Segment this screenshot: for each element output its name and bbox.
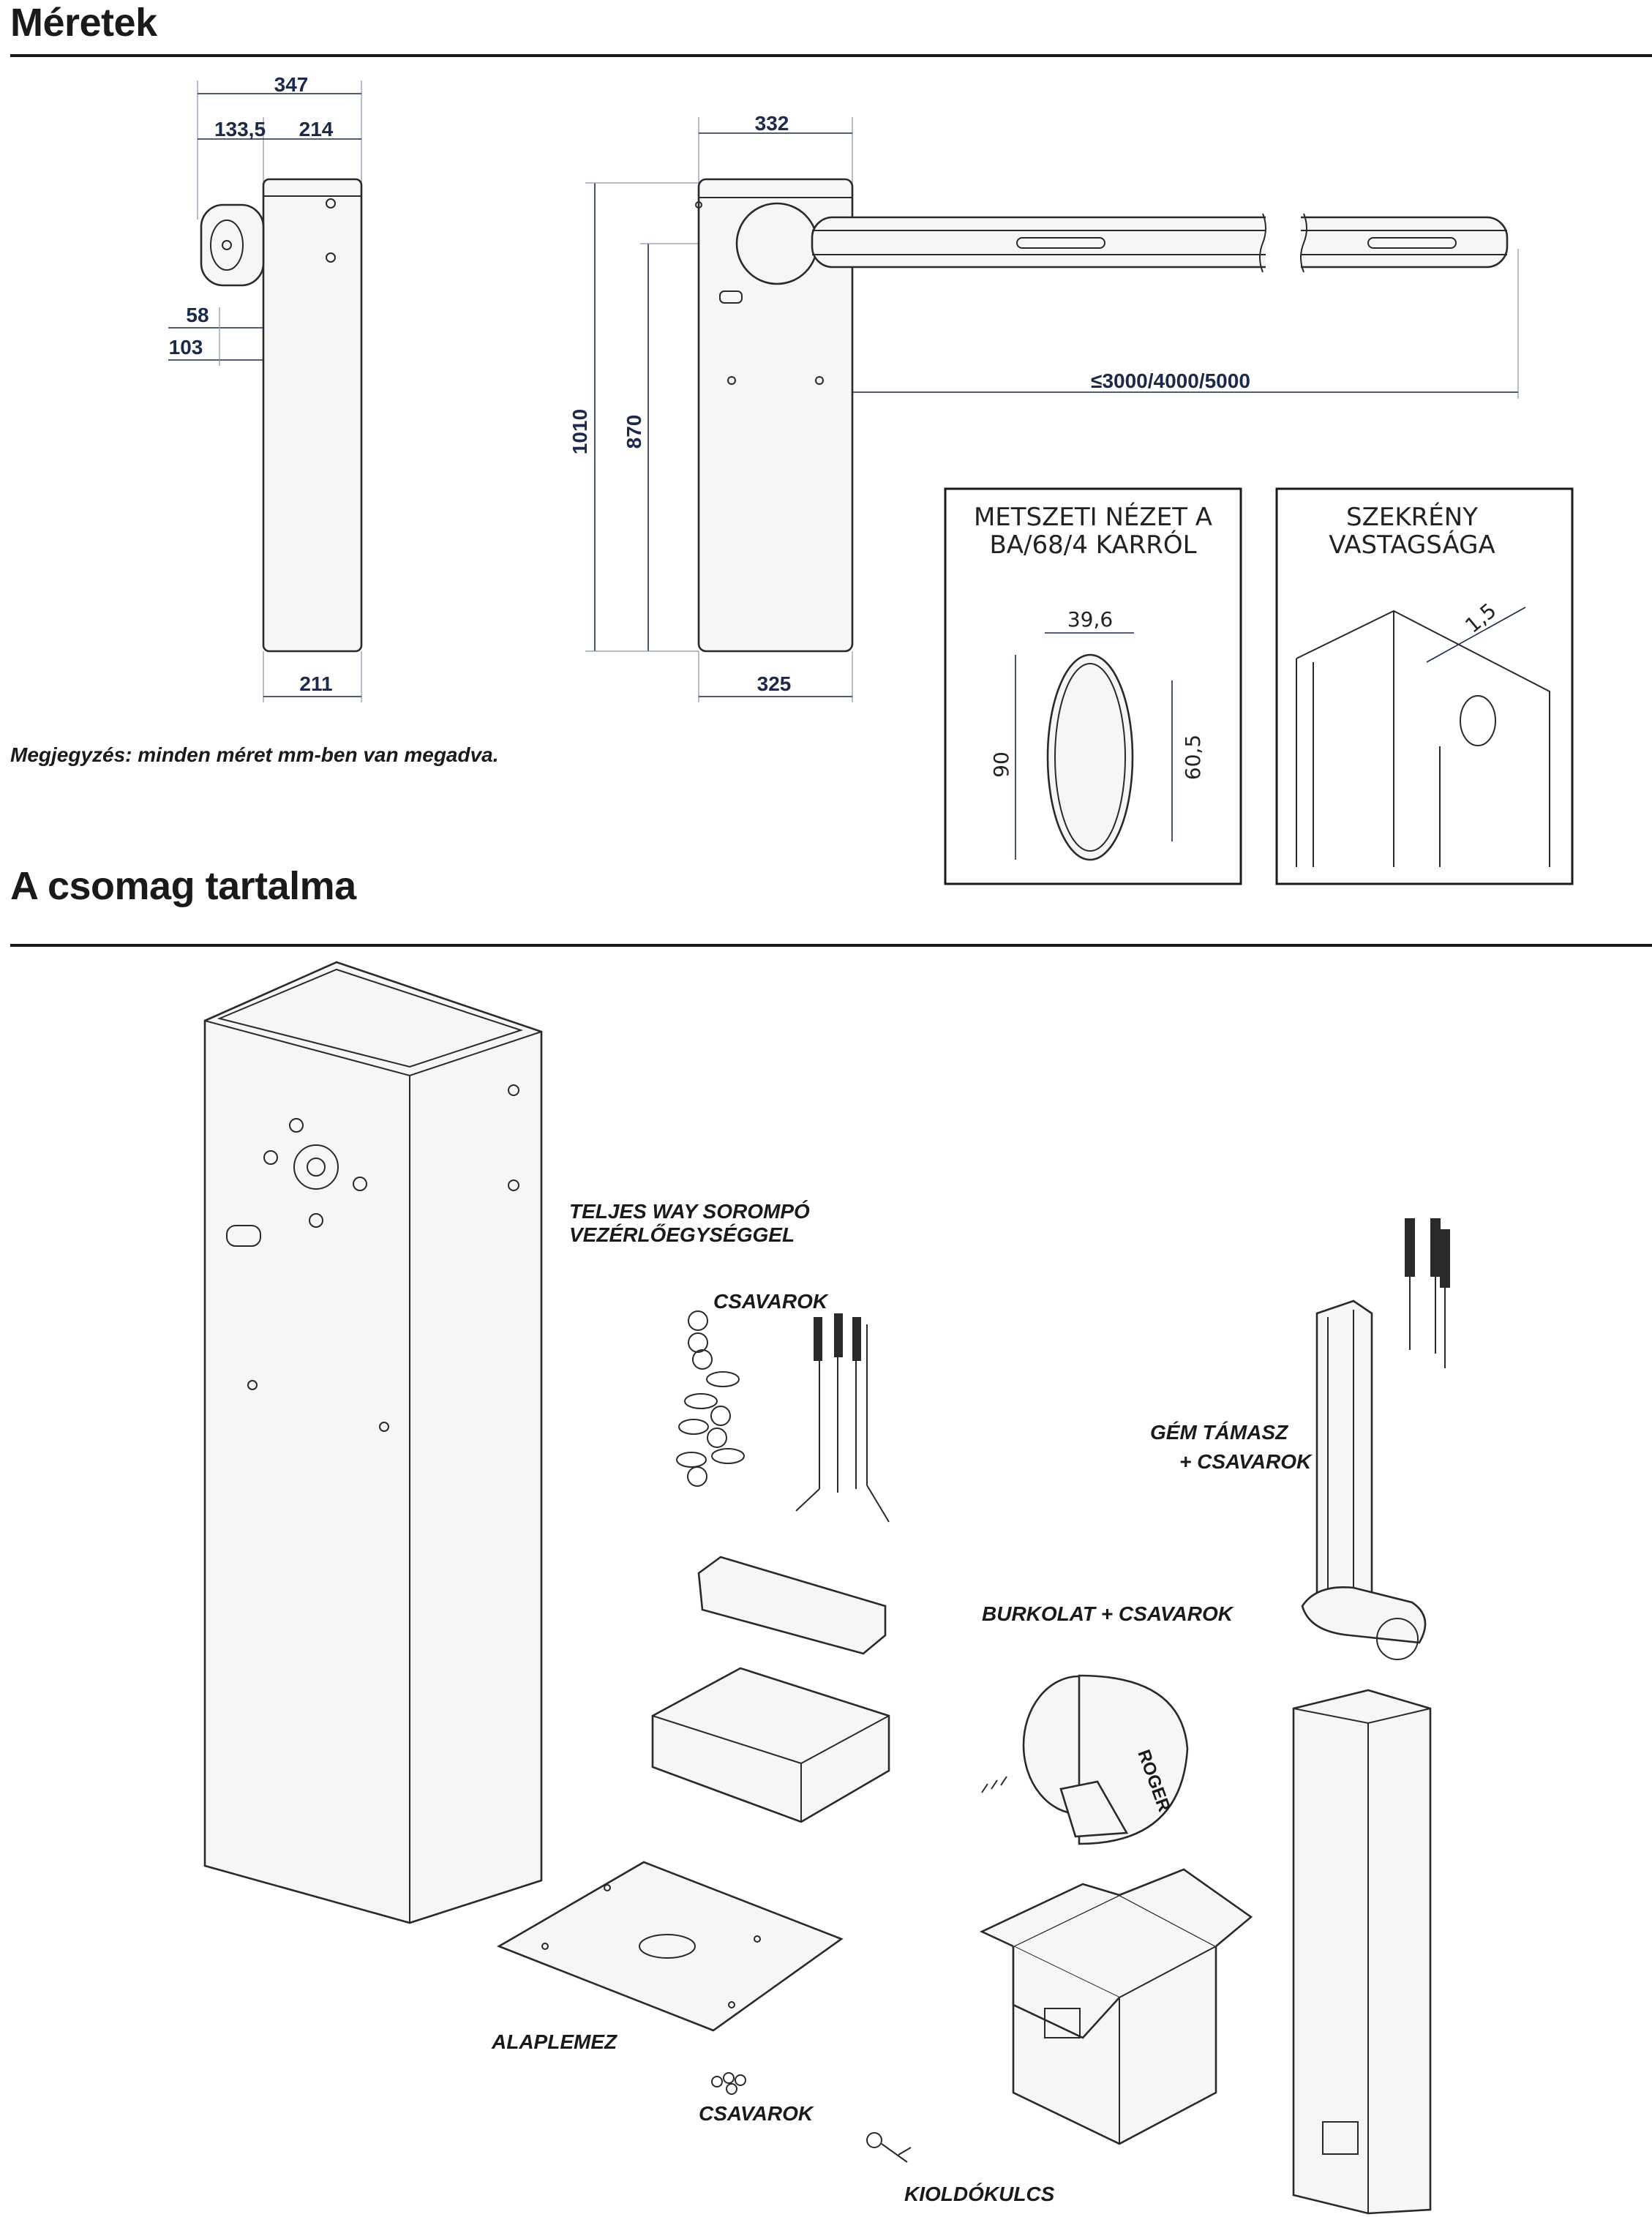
front-view: 332 1010 870 ≤3000/4000/5000 [568,112,1519,702]
cover-illustration: ROGER [981,1674,1189,1845]
units-note: Megjegyzés: minden méret mm-ben van mega… [10,743,499,766]
base-plate-illustration [497,1861,844,2032]
dim-side-left: 133,5 [214,118,266,140]
shipping-box-illustration [979,1868,1253,2145]
dim-front-top: 332 [755,112,789,135]
section-width: 39,6 [1067,607,1113,631]
label-barrier-line1: TELJES WAY SOROMPÓ [569,1200,810,1223]
release-key-illustration [866,2132,912,2163]
section-box-title-1: METSZETI NÉZET A [974,502,1212,532]
label-cover: BURKOLAT + CSAVAROK [982,1602,1234,1625]
label-boom-support-line1: GÉM TÁMASZ [1150,1421,1288,1444]
boom-support-illustration [1301,1218,1450,1660]
small-screws-illustration [711,2072,746,2095]
cabinet-thickness-box: SZEKRÉNY VASTAGSÁGA 1,5 [1275,487,1574,885]
section-divider [10,54,1652,57]
dim-front-base: 325 [757,672,792,695]
cabinet-sleeve-illustration [1292,1689,1432,2215]
dim-side-right: 214 [299,118,334,140]
label-screws-top: CSAVAROK [713,1290,829,1313]
dimensions-section-title: Méretek [10,1,157,45]
section-box-title-2: BA/68/4 KARRÓL [989,530,1196,560]
accessory-box-illustration [651,1556,890,1823]
dim-height-total: 1010 [568,409,591,454]
dim-offset-58: 58 [186,304,209,326]
label-screws-bottom: CSAVAROK [699,2102,814,2125]
label-barrier-line2: VEZÉRLŐEGYSÉGGEL [569,1223,795,1246]
side-view: 347 133,5 214 58 103 211 [168,73,363,702]
section-inner-height: 60,5 [1181,735,1205,780]
dim-side-total: 347 [274,73,309,96]
dim-side-base: 211 [299,672,332,695]
label-boom-support-line2: + CSAVAROK [1179,1450,1313,1473]
dim-boom-length: ≤3000/4000/5000 [1091,370,1250,392]
nuts-and-bolts-illustration [676,1310,890,1523]
boom-section-box: METSZETI NÉZET A BA/68/4 KARRÓL 39,6 90 … [944,487,1242,885]
cabinet-box-title-2: VASTAGSÁGA [1329,530,1495,560]
section-divider [10,944,1652,947]
cabinet-thickness: 1,5 [1460,599,1501,638]
dim-offset-103: 103 [169,336,203,359]
dim-height-axis: 870 [623,415,645,449]
barrier-cabinet-illustration [203,961,543,1924]
package-section-title: A csomag tartalma [10,864,356,908]
label-base-plate: ALAPLEMEZ [491,2030,617,2053]
section-height: 90 [989,751,1013,778]
cabinet-box-title-1: SZEKRÉNY [1346,502,1478,532]
label-release-key: KIOLDÓKULCS [904,2183,1055,2205]
